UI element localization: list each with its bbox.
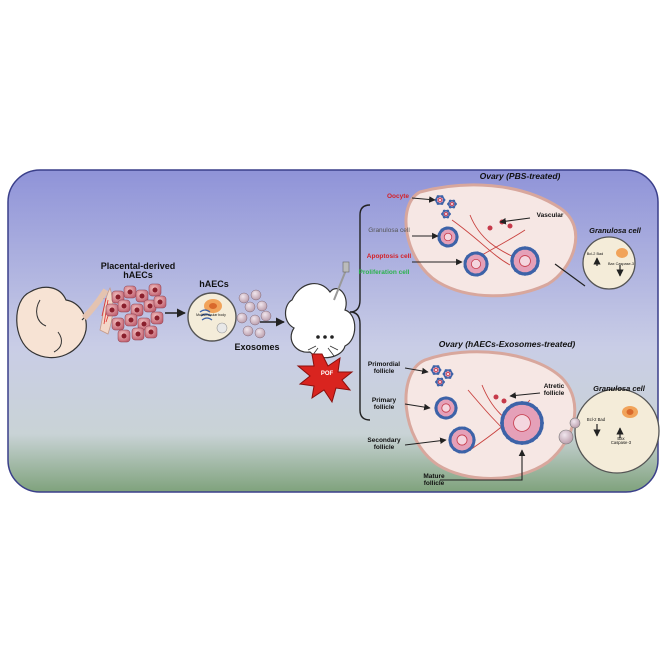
- mature-follicle-label: Mature follicle: [423, 473, 445, 487]
- treated-bax-caspase: Bax Caspase-3: [610, 436, 632, 446]
- primordial-follicle: [430, 365, 442, 375]
- exosome: [249, 314, 261, 326]
- exosome: [260, 310, 272, 322]
- exosome: [256, 300, 268, 312]
- pbs-callout-lines: [411, 196, 531, 266]
- pbs-bcl2-bad: Bcl-2 Bad: [586, 252, 604, 256]
- exosome-entering: [569, 417, 581, 429]
- ovary-pbs: [404, 183, 578, 298]
- pbs-nucleus: [616, 248, 628, 258]
- primordial-follicle: [435, 377, 445, 387]
- haec-nucleus: [135, 331, 141, 337]
- pof-label: POF: [320, 371, 334, 377]
- exosome: [250, 289, 262, 301]
- proliferation-cell-label: Proliferation cell: [358, 269, 410, 276]
- pbs-ovary-title: Ovary (PBS-treated): [479, 171, 561, 181]
- oocyte-label: Oocyte: [386, 193, 410, 200]
- multivesicular-body-label: Multivesicular body: [196, 313, 226, 317]
- exosome: [238, 292, 250, 304]
- mature-follicle: [500, 401, 544, 445]
- vascular-dot: [487, 225, 493, 231]
- haecs-cell-cluster: [105, 283, 167, 343]
- exosomes-cluster: [236, 289, 272, 339]
- pbs-bax-caspase: Bax Caspase-3: [608, 262, 634, 266]
- haec-nucleus: [134, 307, 140, 313]
- haec-nucleus: [154, 315, 160, 321]
- vascular-label: Vascular: [536, 212, 564, 219]
- mouse-illustration: [284, 261, 356, 359]
- haec-nucleus: [115, 294, 121, 300]
- atretic-follicle-label: Atretic follicle: [543, 383, 565, 397]
- haec-nucleus: [141, 321, 147, 327]
- apoptosis-cell-label: Apoptosis cell: [366, 253, 412, 260]
- placental-haecs-label: Placental-derived hAECs: [100, 261, 176, 281]
- haec-nucleus: [115, 321, 121, 327]
- pbs-zoom-line: [554, 263, 586, 287]
- treated-granulosa-cell-circle: [574, 388, 660, 474]
- granulosa-follicle: [437, 226, 459, 248]
- exosome-entering: [558, 429, 574, 445]
- haec-nucleus: [121, 303, 127, 309]
- secondary-follicle: [448, 426, 476, 454]
- primary-follicle: [434, 396, 458, 420]
- oocyte-follicle: [434, 195, 446, 205]
- granulosa-cell-label: Granulosa cell: [368, 227, 410, 234]
- haec-nucleus: [148, 329, 154, 335]
- pof-burst: [296, 353, 354, 404]
- haec-cell-illustration: [187, 292, 237, 342]
- pbs-granulosa-cell-title: Granulosa cell: [589, 226, 641, 235]
- pbs-follicles: [434, 195, 540, 277]
- treated-bcl2-bad: Bcl-2 Bad: [586, 417, 606, 422]
- treated-granulosa-cell-title: Granulosa cell: [593, 384, 645, 393]
- exosome: [254, 327, 266, 339]
- treated-ovary-title: Ovary (hAECs-Exosomes-treated): [438, 339, 576, 349]
- exosome: [236, 312, 248, 324]
- oocyte-follicle: [441, 209, 451, 219]
- exosome: [244, 301, 256, 313]
- treated-nucleolus: [626, 409, 634, 415]
- haec-nucleus: [121, 333, 127, 339]
- vascular-dot: [507, 223, 513, 229]
- atretic-dot: [501, 398, 507, 404]
- haec-nucleus: [152, 287, 158, 293]
- haec-nucleus: [127, 289, 133, 295]
- haec-nucleus: [128, 317, 134, 323]
- secondary-follicle-label: Secondary follicle: [367, 437, 401, 451]
- haec-nucleus: [109, 307, 115, 313]
- atretic-dot: [493, 394, 499, 400]
- exosomes-label: Exosomes: [234, 342, 280, 352]
- haec-nucleus: [147, 303, 153, 309]
- haecs-label: hAECs: [199, 279, 229, 289]
- primordial-follicle-label: Primordial follicle: [367, 361, 401, 375]
- primordial-follicle: [442, 369, 454, 379]
- treated-follicles: [430, 365, 544, 454]
- haec-nucleus: [139, 293, 145, 299]
- oocyte-follicle: [447, 199, 457, 209]
- bracket: [349, 204, 371, 421]
- apoptosis-follicle: [463, 251, 489, 277]
- exosome: [242, 325, 254, 337]
- treated-callout-lines: [404, 367, 541, 481]
- ovary-treated: [404, 350, 577, 480]
- haec-nucleus: [157, 299, 163, 305]
- large-follicle: [510, 246, 540, 276]
- primary-follicle-label: Primary follicle: [371, 397, 397, 411]
